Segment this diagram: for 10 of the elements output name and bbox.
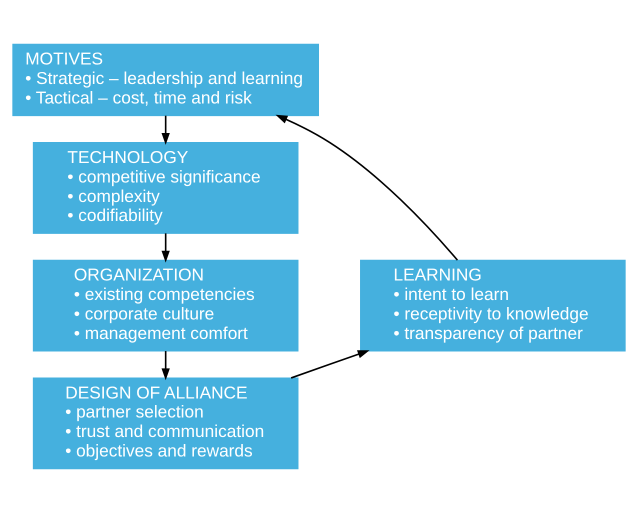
- arrow: [162, 351, 170, 380]
- node-box: TECHNOLOGY • competitive significance • complexity • codifiability: [32, 142, 298, 234]
- node-box: MOTIVES • Strategic – leadership and learning • Tactical – cost, time and risk: [12, 44, 319, 116]
- arrow: [162, 116, 170, 145]
- arrow: [290, 350, 370, 379]
- node-box: DESIGN OF ALLIANCE • partner selection • trust and communication • objectives and rewards: [32, 377, 298, 470]
- node-box: LEARNING • intent to learn • receptivity to knowledge • transparency of partner: [360, 260, 626, 352]
- node-box: ORGANIZATION • existing competencies • corporate culture • management comfort: [32, 260, 298, 352]
- arrow: [162, 233, 170, 263]
- arrow: [276, 114, 458, 261]
